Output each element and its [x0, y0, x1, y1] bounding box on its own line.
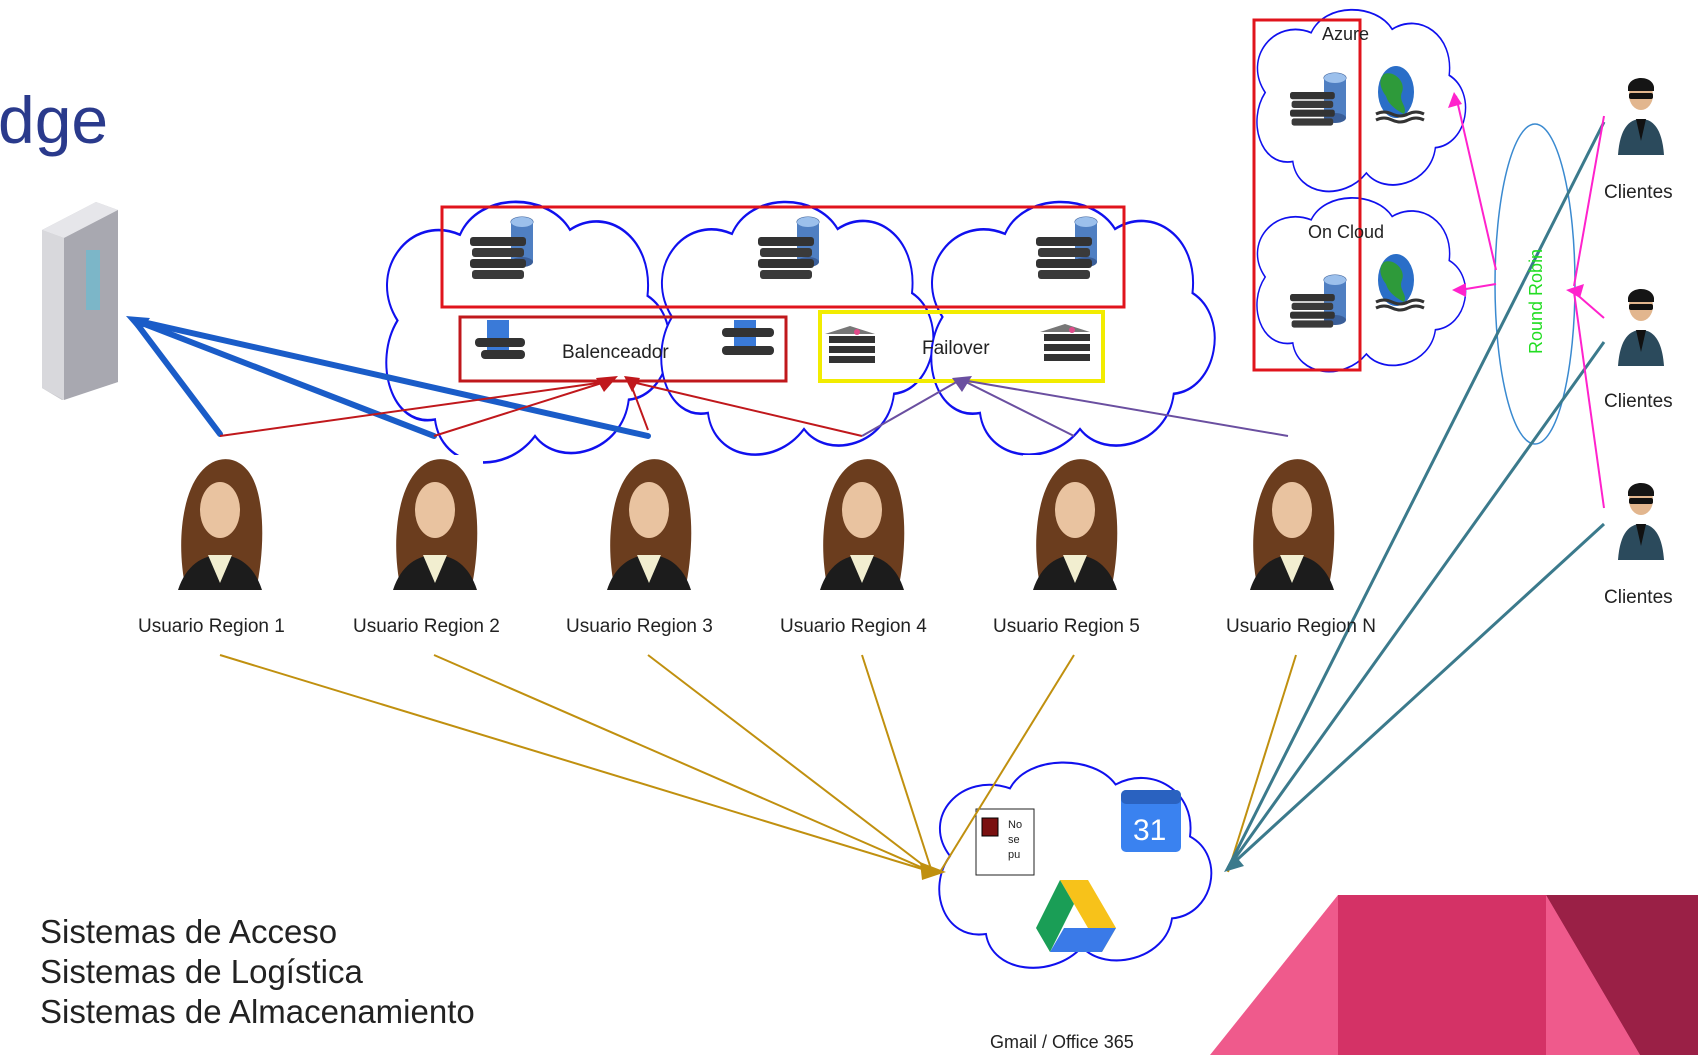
system-list-item: Sistemas de Almacenamiento	[40, 993, 475, 1030]
system-list-item: Sistemas de Acceso	[40, 913, 338, 950]
balancer-label: Balenceador	[562, 342, 669, 363]
user-label: Usuario Region 3	[566, 616, 713, 637]
saas-label: Gmail / Office 365	[990, 1032, 1134, 1052]
load-balancer-icon	[722, 320, 774, 355]
purple-arrowhead	[952, 376, 972, 392]
magenta-arrowhead	[1452, 283, 1466, 297]
magenta-arrowhead	[1448, 92, 1462, 108]
user-avatar	[1023, 455, 1123, 590]
client-avatar	[1614, 480, 1668, 560]
decorative-corner	[1210, 895, 1698, 1055]
load-balancer-icon	[475, 320, 525, 359]
magenta-connector	[1455, 95, 1605, 509]
client-label: Clientes	[1604, 587, 1673, 608]
gold-connector	[219, 654, 1297, 873]
blue-connector	[131, 317, 651, 439]
client-avatar	[1614, 286, 1668, 366]
drive-icon	[1036, 880, 1116, 952]
server-icon	[42, 202, 118, 400]
user-avatar	[597, 455, 697, 590]
system-list: Sistemas de Acceso Sistemas de Logística…	[40, 912, 475, 1032]
round-robin-label: Round Robin	[1526, 249, 1546, 354]
broken-image-icon	[975, 808, 1035, 876]
user-avatar	[383, 455, 483, 590]
client-label: Clientes	[1604, 391, 1673, 412]
teal-arrowhead	[1224, 854, 1244, 872]
failover-server-icon	[825, 326, 875, 363]
user-label: Usuario Region N	[1226, 616, 1376, 637]
balancer-box	[458, 315, 788, 383]
red-arrowhead	[624, 376, 640, 392]
user-label: Usuario Region 4	[780, 616, 927, 637]
purple-connector	[861, 379, 1289, 437]
user-avatar	[1240, 455, 1340, 590]
calendar-day: 31	[1133, 814, 1166, 847]
user-avatar	[168, 455, 268, 590]
on-cloud-label: On Cloud	[1308, 222, 1384, 242]
blue-arrowhead	[126, 316, 150, 332]
page-title: dge	[0, 83, 109, 157]
broken-image-text: No se pu	[1008, 819, 1025, 861]
gold-arrowhead	[920, 862, 946, 880]
calendar-icon	[1121, 790, 1181, 852]
user-avatar	[810, 455, 910, 590]
system-list-item: Sistemas de Logística	[40, 953, 363, 990]
teal-connector	[1226, 121, 1606, 870]
user-label: Usuario Region 5	[993, 616, 1140, 637]
user-label: Usuario Region 1	[138, 616, 285, 637]
azure-label: Azure	[1322, 24, 1369, 44]
user-label: Usuario Region 2	[353, 616, 500, 637]
client-label: Clientes	[1604, 182, 1673, 203]
failover-label: Failover	[922, 338, 990, 359]
hybrid-cloud-box	[1252, 18, 1362, 372]
failover-server-icon	[1040, 324, 1090, 361]
client-avatar	[1614, 75, 1668, 155]
red-arrowhead	[596, 376, 618, 392]
magenta-arrowhead	[1566, 284, 1584, 298]
db-cluster-box	[440, 205, 1126, 309]
